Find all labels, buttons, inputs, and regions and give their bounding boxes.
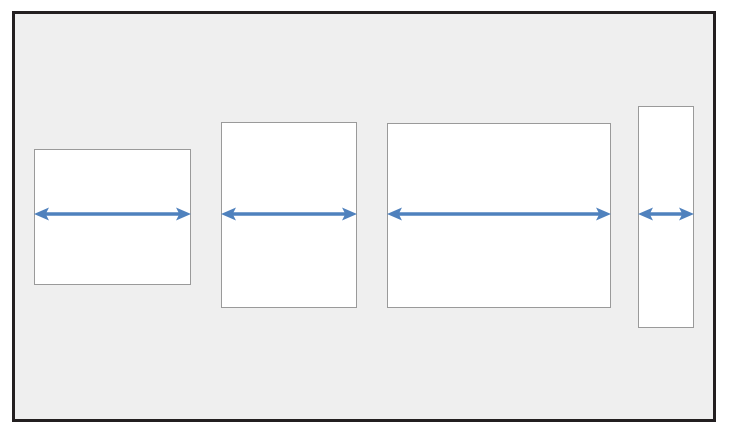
rectangle-1[interactable]: [34, 149, 191, 285]
rectangle-2[interactable]: [221, 122, 357, 308]
slide-frame: [12, 11, 716, 422]
rectangle-3[interactable]: [387, 123, 611, 308]
shape-canvas: [15, 14, 713, 419]
rectangle-4[interactable]: [638, 106, 694, 328]
